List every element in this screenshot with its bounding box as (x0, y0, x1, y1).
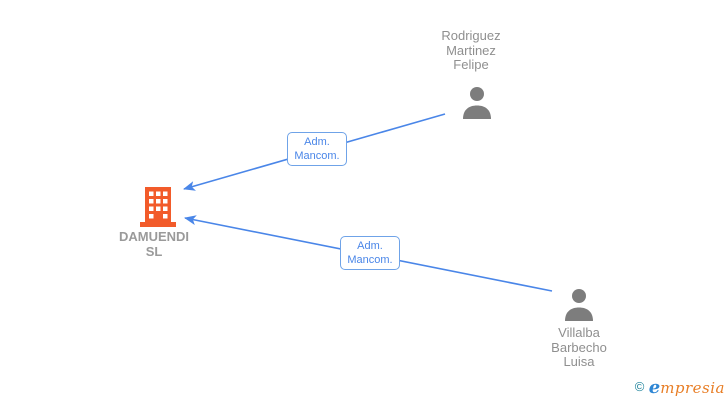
person-name: Rodriguez Martinez Felipe (441, 28, 501, 73)
person-name-line: Felipe (453, 57, 489, 72)
edge-label-adm-mancom-1: Adm. Mancom. (287, 132, 347, 166)
company-name: DAMUENDI SL (119, 229, 189, 259)
empresia-watermark: © empresia (635, 377, 725, 398)
company-name-line: SL (145, 244, 163, 259)
edge-label-line: Mancom. (347, 254, 393, 266)
person-name-line: Barbecho (551, 339, 607, 355)
company-name-line: DAMUENDI (118, 229, 190, 244)
person-node-rodriguez-martinez-felipe[interactable]: Rodriguez Martinez Felipe (411, 28, 531, 120)
edge-label-line: Adm. (357, 240, 383, 252)
person-name-line: Luisa (563, 354, 595, 369)
person-name-line: Martinez (446, 42, 496, 58)
building-icon (140, 187, 176, 227)
person-icon (463, 86, 491, 119)
copyright-icon: © (634, 379, 645, 394)
person-name: Villalba Barbecho Luisa (551, 325, 607, 370)
person-name-line: Villalba (558, 325, 600, 340)
person-icon (565, 289, 593, 321)
person-name-line: Rodriguez (441, 28, 501, 43)
person-node-villalba-barbecho-luisa[interactable]: Villalba Barbecho Luisa (519, 288, 639, 370)
company-node-damuendi-sl[interactable]: DAMUENDI SL (94, 187, 214, 259)
edge-label-line: Mancom. (294, 150, 340, 162)
watermark-brand-initial: e (648, 377, 661, 398)
edge-label-adm-mancom-2: Adm. Mancom. (340, 236, 400, 270)
edge-label-line: Adm. (304, 136, 330, 148)
watermark-brand-text: mpresia (660, 379, 725, 397)
